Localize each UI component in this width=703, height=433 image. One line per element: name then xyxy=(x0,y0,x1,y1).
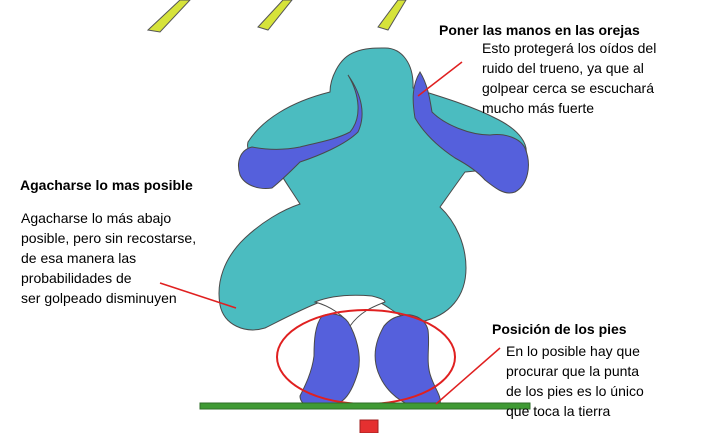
crouch-annotation-text: Agacharse lo más abajo posible, pero sin… xyxy=(21,208,196,308)
ears-text-line: Esto protegerá los oídos del xyxy=(482,40,657,56)
crouch-text-line: probabilidades de xyxy=(21,270,132,286)
ground-marker xyxy=(359,419,379,433)
feet-text-line: procurar que la punta xyxy=(506,363,640,379)
crouch-text-line: de esa manera las xyxy=(21,250,137,266)
ears-text-line: golpear cerca se escuchará xyxy=(482,80,654,96)
feet-text-line: de los pies es lo único xyxy=(506,383,644,399)
lightning-bolt-icon xyxy=(146,0,191,33)
crouch-text-line: posible, pero sin recostarse, xyxy=(21,230,197,246)
ground-line xyxy=(199,402,531,410)
lightning-bolt-icon xyxy=(257,0,293,31)
ears-text-line: ruido del trueno, ya que al xyxy=(482,60,644,76)
ears-text-line: mucho más fuerte xyxy=(482,100,595,116)
feet-annotation-title: Posición de los pies xyxy=(492,321,627,337)
ears-annotation-text: Esto protegerá los oídos del ruido del t… xyxy=(482,38,656,118)
pointer-line-crouch xyxy=(159,282,237,309)
feet-annotation-text: En lo posible hay que procurar que la pu… xyxy=(506,341,644,421)
right-foot xyxy=(374,314,441,410)
pointer-line-ears xyxy=(417,61,463,97)
right-hand xyxy=(412,71,529,194)
crouch-annotation-title: Agacharse lo mas posible xyxy=(20,177,193,193)
left-hand xyxy=(238,74,363,189)
feet-text-line: En lo posible hay que xyxy=(506,343,640,359)
pointer-line-feet xyxy=(435,347,501,405)
lightning-bolt-icon xyxy=(377,0,407,31)
crouch-text-line: ser golpeado disminuyen xyxy=(21,290,177,306)
feet-text-line: que toca la tierra xyxy=(506,403,611,419)
ears-annotation-title: Poner las manos en las orejas xyxy=(439,22,640,38)
crouch-text-line: Agacharse lo más abajo xyxy=(21,210,172,226)
left-foot xyxy=(299,313,360,409)
